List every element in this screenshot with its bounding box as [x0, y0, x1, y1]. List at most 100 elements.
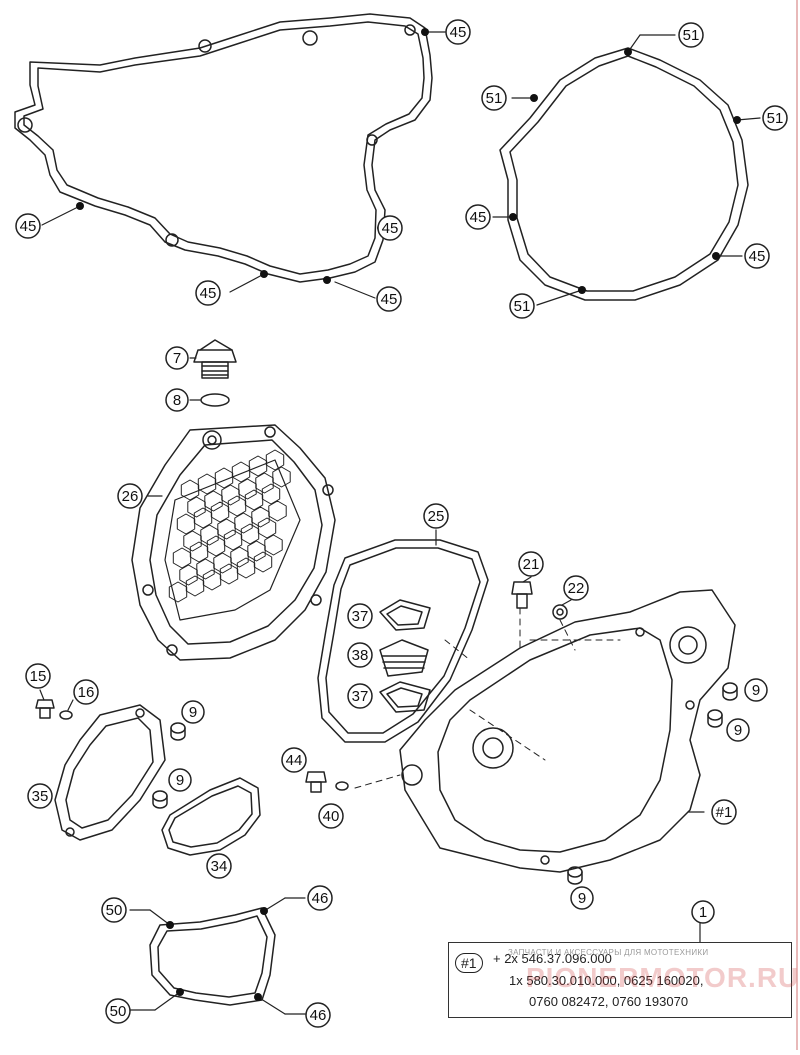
hex-cell: [265, 449, 285, 471]
callout-label: 38: [352, 647, 369, 664]
hex-cell: [268, 500, 287, 522]
callout-circle: [117, 483, 143, 509]
callout-label: 51: [767, 110, 784, 127]
hex-cell: [255, 472, 274, 494]
callout-c9-c: 9: [570, 886, 594, 910]
hex-cell: [204, 490, 223, 512]
callout-circle: [570, 886, 594, 910]
outer-clutch-cover: [131, 424, 336, 661]
callout-c44: 44: [281, 747, 307, 773]
callout-c26: 26: [117, 483, 143, 509]
callout-label: 34: [211, 858, 228, 875]
washer-hole: [556, 608, 564, 616]
callout-circle: [691, 900, 715, 924]
callout-c1: 1: [691, 900, 715, 924]
callout-c7: 7: [165, 346, 189, 370]
callout-c37-b: 37: [347, 683, 373, 709]
assembly-lines: [354, 607, 621, 789]
callout-circle: [305, 1002, 331, 1028]
cover-screw: [305, 771, 327, 793]
honeycomb-grid: [164, 459, 301, 621]
callout-circle: [318, 803, 344, 829]
callout-label: 9: [578, 890, 586, 907]
callout-label: 16: [78, 684, 95, 701]
hex-cell: [236, 557, 256, 579]
callout-circle: [195, 280, 221, 306]
seal-ring: [335, 781, 349, 791]
callout-circle: [376, 286, 402, 312]
callout-label: 51: [514, 298, 531, 315]
callout-circle: [15, 213, 41, 239]
o-ring: [200, 393, 230, 407]
hex-cell: [230, 546, 249, 568]
callout-label: 46: [310, 1007, 327, 1024]
callout-label: 37: [352, 688, 369, 705]
bolt-hole-markers: [76, 28, 741, 1001]
callout-label: 9: [752, 682, 760, 699]
hex-cell: [261, 483, 281, 505]
hex-cell: [238, 478, 257, 500]
hex-cell: [200, 524, 219, 546]
callout-circle: [744, 243, 770, 269]
callout-c46-b: 46: [305, 1002, 331, 1028]
callout-label: 50: [110, 1003, 127, 1020]
ignition-cover-gasket: [499, 47, 749, 301]
callout-circle: [423, 503, 449, 529]
callout-circle: [711, 799, 737, 825]
callout-c45-e: 45: [377, 215, 403, 241]
hex-cell: [264, 534, 283, 556]
callout-c35: 35: [27, 783, 53, 809]
callout-label: 9: [734, 722, 742, 739]
hex-cell: [257, 517, 277, 539]
water-pump-gasket: [161, 777, 261, 856]
callout-label: 45: [470, 209, 487, 226]
drain-bolt: [511, 581, 533, 609]
hex-mesh: [168, 449, 291, 603]
screw-plug: [193, 339, 237, 379]
callout-circle: [181, 700, 205, 724]
callout-circle: [73, 679, 99, 705]
callout-c45-f: 45: [465, 204, 491, 230]
callout-c45-c: 45: [195, 280, 221, 306]
hex-cell: [251, 506, 270, 528]
callout-c51-d: 51: [509, 293, 535, 319]
callout-circle: [347, 603, 373, 629]
note-line-1: + 2x 546.37.096.000: [493, 951, 612, 966]
crankcase-gasket: [14, 13, 433, 283]
callout-label: 22: [568, 580, 585, 597]
callout-c16: 16: [73, 679, 99, 705]
callout-c9-e: 9: [168, 768, 192, 792]
hex-cell: [185, 575, 205, 597]
callout-circle: [347, 642, 373, 668]
callout-label: #1: [716, 804, 733, 821]
callout-circle: [105, 998, 131, 1024]
callout-circle: [307, 885, 333, 911]
callout-circle: [281, 747, 307, 773]
callout-label: 7: [173, 350, 181, 367]
callout-c51-c: 51: [762, 105, 788, 131]
callout-c51-b: 51: [481, 85, 507, 111]
callout-c38: 38: [347, 642, 373, 668]
callout-c51-a: 51: [678, 22, 704, 48]
hex-cell: [202, 569, 222, 591]
callout-c45-b: 45: [15, 213, 41, 239]
callout-label: 44: [286, 752, 303, 769]
callout-circle: [27, 783, 53, 809]
callout-circle: [726, 718, 750, 742]
callout-circle: [445, 19, 471, 45]
hex-cell: [213, 552, 232, 574]
callout-circle: [165, 388, 189, 412]
water-pump-cover: [54, 704, 166, 841]
callout-label: 45: [749, 248, 766, 265]
hex-cell: [196, 558, 215, 580]
hex-cell: [168, 581, 188, 603]
callout-circle: [465, 204, 491, 230]
callout-label: 45: [381, 291, 398, 308]
callout-circle: [518, 551, 544, 577]
callout-c15: 15: [25, 663, 51, 689]
callout-label: 15: [30, 668, 47, 685]
callout-label: 45: [382, 220, 399, 237]
note-line-2: 1x 580.30.010.000, 0625 160020,: [509, 973, 704, 988]
callout-circle: [377, 215, 403, 241]
